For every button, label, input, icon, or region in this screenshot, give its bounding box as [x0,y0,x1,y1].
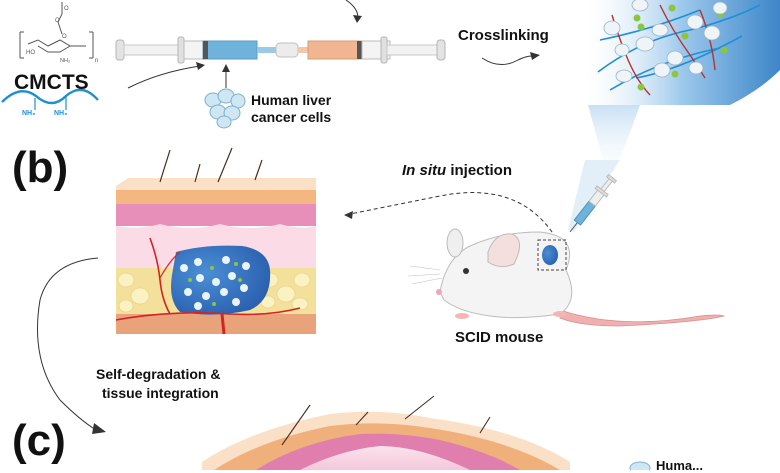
crosslinking-label: Crosslinking [458,27,549,44]
degradation-label-line1: Self-degradation & [96,366,221,382]
hydrogel-depot-b [171,245,271,315]
arrow-cells-up [222,64,230,72]
arrow-injection-dashed [349,192,557,239]
panel-label-c: (c) [12,416,66,465]
dual-syringe [115,36,446,64]
arrow-top [345,0,359,19]
amine-label-1: NH₃ [22,110,36,117]
skin-cross-section-b [115,147,316,335]
arrow-crosslinking [481,57,519,65]
chem-ho: HO [26,50,35,56]
cancer-cells-icon [204,88,246,129]
cells-label-line2: cancer cells [251,109,332,125]
amine-label-2: NH₃ [54,110,68,117]
degradation-label-line2: tissue integration [102,385,219,401]
legend-partial-label: Huma... [656,458,703,473]
scid-mouse-illustration [407,228,726,327]
chem-o-2: O [55,18,60,24]
mouse-label: SCID mouse [455,329,544,346]
cmcts-polymer-wave [1,88,99,105]
skin-cross-section-c [202,395,570,470]
chem-o-ring: O [62,34,67,40]
chem-o-1: O [64,6,69,12]
injection-label-rest: injection [446,162,513,179]
cells-label-line1: Human liver [251,92,332,108]
chem-n: n [95,58,98,64]
injection-label: In situ injection [402,162,512,179]
injection-syringe [569,173,618,233]
panel-label-b: (b) [12,143,69,192]
injection-site-box [537,239,567,271]
arrow-cmcts-to-syringe [127,65,201,89]
legend-cell-icon [629,461,651,470]
injection-label-italic: In situ [402,162,447,179]
hydrogel-network [585,0,780,160]
arrow-degradation [37,257,99,431]
cmcts-structure [19,2,94,59]
cmcts-label: CMCTS [14,71,89,94]
chem-nh2: NH₂ [60,58,70,64]
